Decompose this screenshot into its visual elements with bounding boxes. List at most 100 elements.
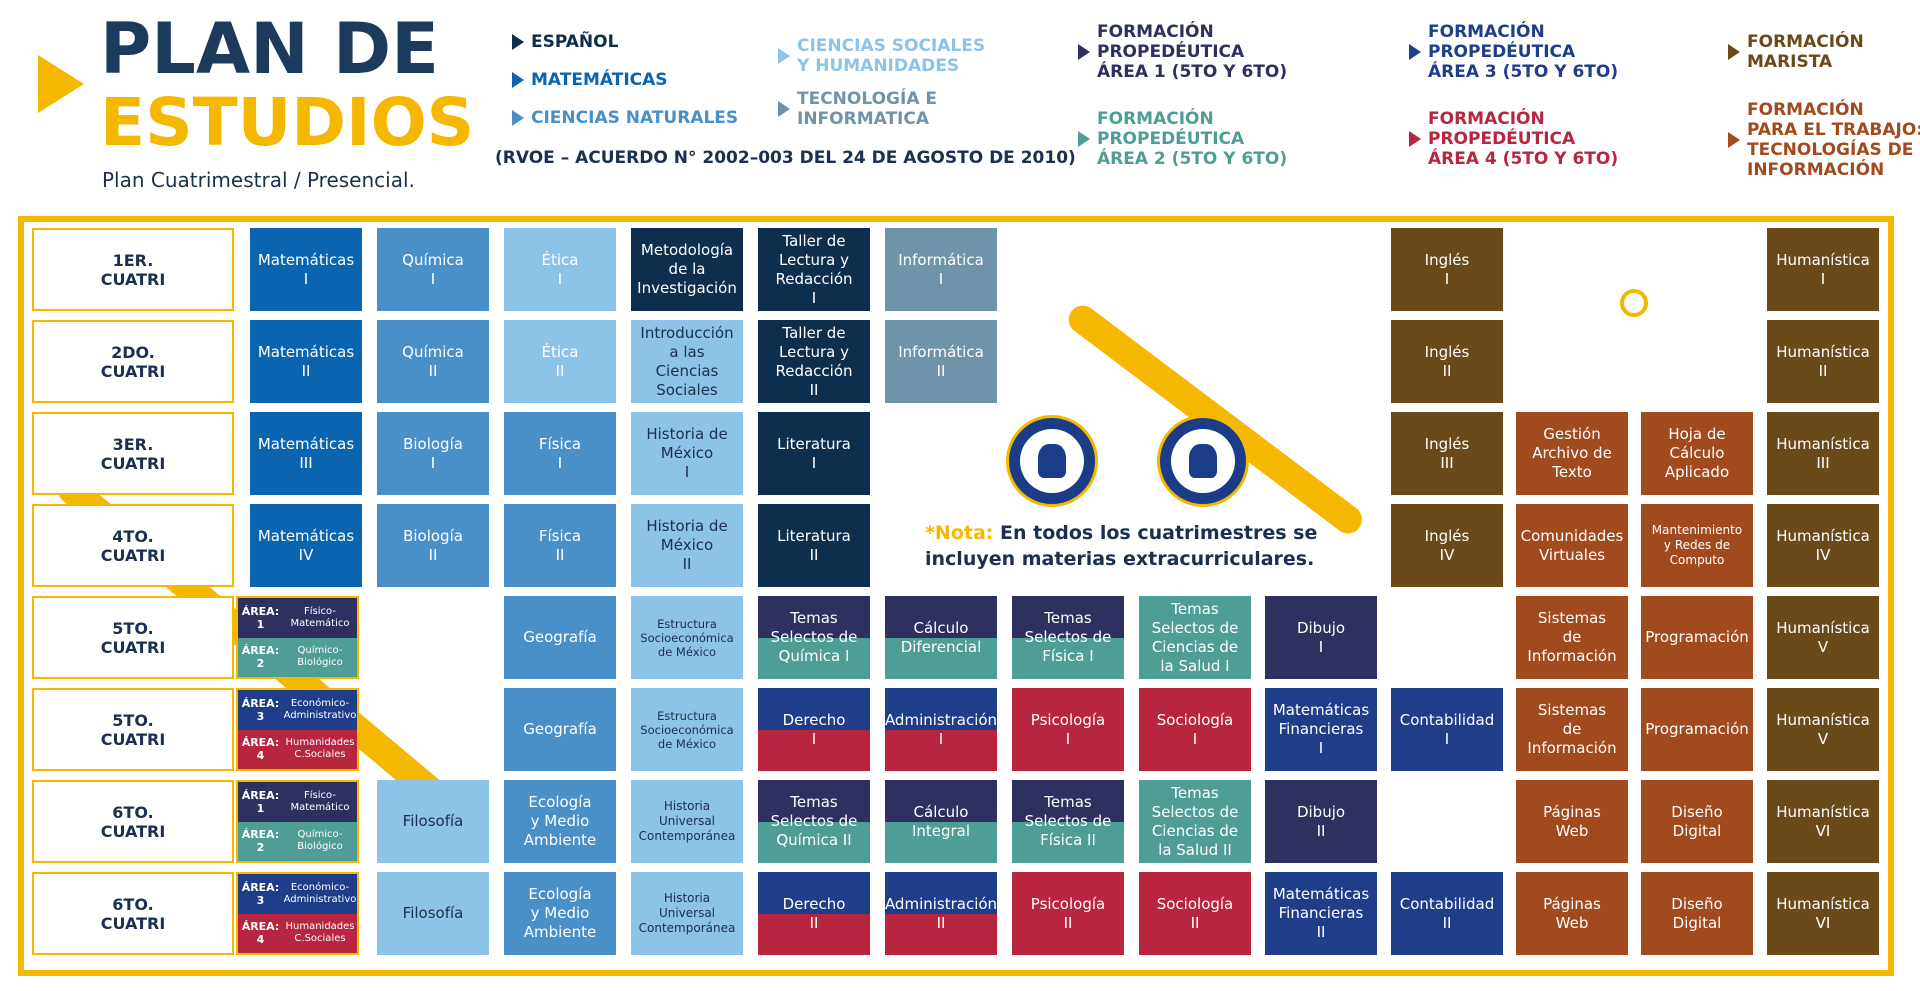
- legend-arrow-icon: [1728, 132, 1740, 148]
- legend-arrow-icon: [1728, 44, 1740, 60]
- row-label-2: 2DO.CUATRI: [32, 320, 234, 403]
- legend-arrow-icon: [1078, 44, 1090, 60]
- subject-cell[interactable]: Filosofía: [377, 780, 489, 863]
- legend-arrow-icon: [512, 110, 524, 126]
- subject-cell[interactable]: Programación: [1641, 596, 1753, 679]
- decor-ring: [1620, 289, 1648, 317]
- subject-cell[interactable]: Filosofía: [377, 872, 489, 955]
- subject-cell[interactable]: Geografía: [504, 688, 616, 771]
- row-label-4: 4TO.CUATRI: [32, 504, 234, 587]
- page-title-line2: ESTUDIOS: [100, 84, 475, 161]
- subject-cell[interactable]: Geografía: [504, 596, 616, 679]
- legend-arrow-icon: [1409, 131, 1421, 147]
- legend-ciencias-naturales: CIENCIAS NATURALES: [512, 108, 738, 128]
- acompanamiento-seal-icon: [1006, 415, 1098, 507]
- legend-arrow-icon: [512, 34, 524, 50]
- subject-cell[interactable]: Programación: [1641, 688, 1753, 771]
- legend-espanol: ESPAÑOL: [512, 32, 618, 52]
